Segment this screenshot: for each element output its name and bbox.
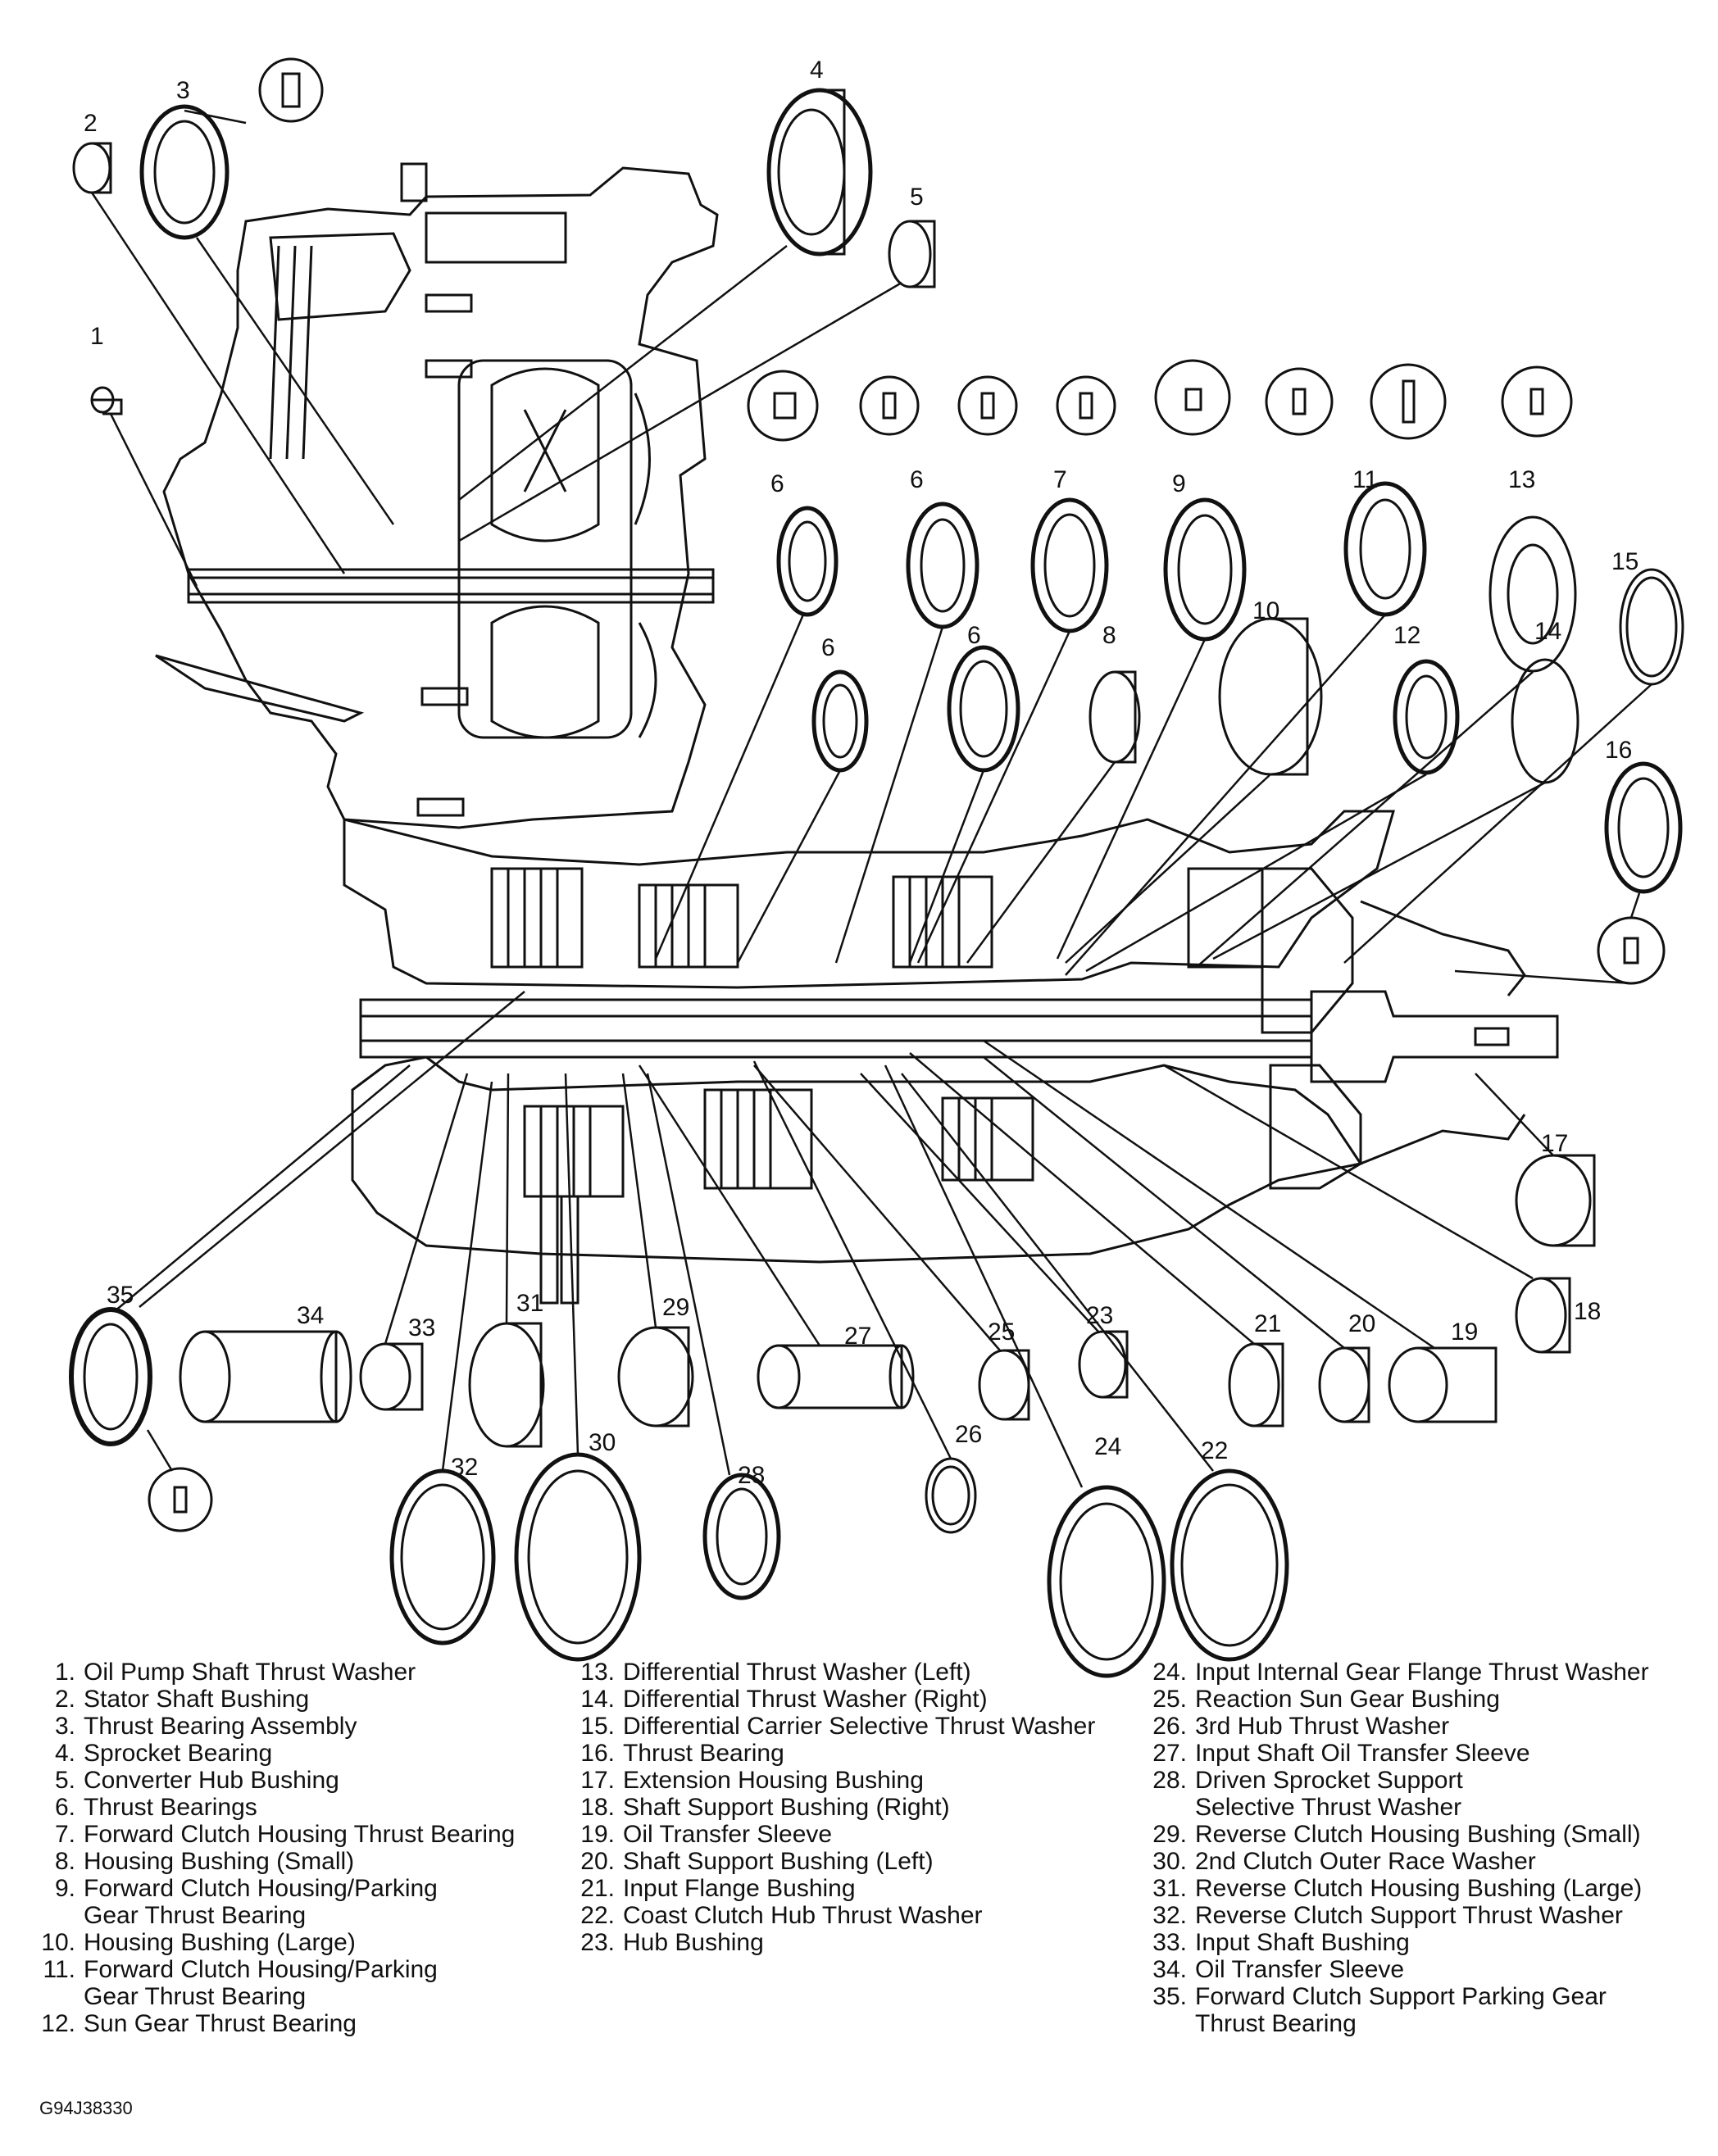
legend-item: 15.Differential Carrier Selective Thrust… bbox=[580, 1713, 1096, 1740]
legend-item: 21.Input Flange Bushing bbox=[580, 1875, 856, 1902]
callout-21: 21 bbox=[1254, 1310, 1281, 1337]
callout-30: 30 bbox=[589, 1429, 616, 1456]
legend-item: 5.Converter Hub Bushing bbox=[54, 1767, 339, 1794]
legend-item: 14.Differential Thrust Washer (Right) bbox=[580, 1686, 988, 1713]
legend-item: 4.Sprocket Bearing bbox=[54, 1740, 273, 1767]
callout-23: 23 bbox=[1086, 1302, 1113, 1329]
callout-2: 2 bbox=[84, 110, 98, 137]
legend-item: Gear Thrust Bearing bbox=[84, 1902, 307, 1929]
callout-34: 34 bbox=[297, 1302, 324, 1329]
callout-12: 12 bbox=[1393, 622, 1420, 649]
transmission-housing bbox=[155, 162, 1559, 1305]
legend-column-1: 1.Oil Pump Shaft Thrust Washer 2.Stator … bbox=[25, 1659, 515, 2037]
leader-lines bbox=[90, 109, 1652, 1488]
legend-item: Thrust Bearing bbox=[1195, 2010, 1357, 2037]
callout-8: 8 bbox=[1102, 622, 1116, 649]
callout-6a: 6 bbox=[770, 470, 784, 497]
callout-7: 7 bbox=[1053, 466, 1067, 493]
legend-item: 27.Input Shaft Oil Transfer Sleeve bbox=[1152, 1740, 1530, 1767]
legend-item: 9.Forward Clutch Housing/Parking bbox=[54, 1875, 438, 1902]
callout-6c: 6 bbox=[910, 466, 924, 493]
legend-item: 2.Stator Shaft Bushing bbox=[54, 1686, 310, 1713]
callout-numbers: 1 2 3 4 5 6 6 6 6 7 8 9 10 11 12 13 14 1… bbox=[84, 57, 1638, 1489]
callout-1: 1 bbox=[90, 323, 104, 350]
callout-4: 4 bbox=[810, 57, 824, 84]
legend-item: 3.Thrust Bearing Assembly bbox=[54, 1713, 357, 1740]
callout-13: 13 bbox=[1508, 466, 1535, 493]
callout-5: 5 bbox=[910, 184, 924, 211]
legend-item: 16.Thrust Bearing bbox=[580, 1740, 784, 1767]
legend-item: 6.Thrust Bearings bbox=[54, 1794, 257, 1821]
callout-10: 10 bbox=[1252, 597, 1279, 624]
callout-26: 26 bbox=[955, 1421, 982, 1448]
callout-28: 28 bbox=[738, 1462, 765, 1489]
figure-id: G94J38330 bbox=[39, 2098, 133, 2118]
legend-item: 31.Reverse Clutch Housing Bushing (Large… bbox=[1152, 1875, 1643, 1902]
callout-17: 17 bbox=[1541, 1130, 1568, 1157]
legend-item: Gear Thrust Bearing bbox=[84, 1983, 307, 2010]
legend-item: 34.Oil Transfer Sleeve bbox=[1152, 1956, 1405, 1983]
callout-25: 25 bbox=[988, 1319, 1015, 1346]
callout-18: 18 bbox=[1574, 1298, 1601, 1325]
legend-column-3: 24.Input Internal Gear Flange Thrust Was… bbox=[1136, 1659, 1649, 2037]
legend-column-2: 13.Differential Thrust Washer (Left) 14.… bbox=[564, 1659, 1095, 1956]
legend-item: 29.Reverse Clutch Housing Bushing (Small… bbox=[1152, 1821, 1641, 1848]
legend-item: 33.Input Shaft Bushing bbox=[1152, 1929, 1410, 1956]
callout-16: 16 bbox=[1605, 737, 1632, 764]
legend-item: 1.Oil Pump Shaft Thrust Washer bbox=[54, 1659, 416, 1686]
legend-item: 19.Oil Transfer Sleeve bbox=[580, 1821, 833, 1848]
legend-item: 17.Extension Housing Bushing bbox=[580, 1767, 924, 1794]
legend-item: 22.Coast Clutch Hub Thrust Washer bbox=[580, 1902, 983, 1929]
callout-24: 24 bbox=[1094, 1433, 1121, 1460]
callout-27: 27 bbox=[844, 1323, 871, 1350]
legend-item: 8.Housing Bushing (Small) bbox=[54, 1848, 355, 1875]
callout-22: 22 bbox=[1201, 1437, 1228, 1464]
callout-6d: 6 bbox=[967, 622, 981, 649]
legend-item: 35.Forward Clutch Support Parking Gear bbox=[1152, 1983, 1607, 2010]
callout-33: 33 bbox=[408, 1314, 435, 1341]
callout-20: 20 bbox=[1348, 1310, 1375, 1337]
legend-item: 26.3rd Hub Thrust Washer bbox=[1152, 1713, 1450, 1740]
callout-11: 11 bbox=[1352, 466, 1378, 493]
callout-3: 3 bbox=[176, 77, 190, 104]
legend-item: 10.Housing Bushing (Large) bbox=[41, 1929, 356, 1956]
callout-14: 14 bbox=[1534, 618, 1561, 645]
legend-item: 12.Sun Gear Thrust Bearing bbox=[41, 2010, 357, 2037]
legend-item: 20.Shaft Support Bushing (Left) bbox=[580, 1848, 934, 1875]
legend-item: 25.Reaction Sun Gear Bushing bbox=[1152, 1686, 1500, 1713]
exploded-parts bbox=[69, 57, 1684, 1678]
legend-item: 11.Forward Clutch Housing/Parking bbox=[43, 1956, 438, 1983]
legend-item: 7.Forward Clutch Housing Thrust Bearing bbox=[54, 1821, 516, 1848]
legend-item: 32.Reverse Clutch Support Thrust Washer bbox=[1152, 1902, 1623, 1929]
legend-item: 28.Driven Sprocket Support bbox=[1152, 1767, 1463, 1794]
legend-item: 18.Shaft Support Bushing (Right) bbox=[580, 1794, 950, 1821]
legend-item: 13.Differential Thrust Washer (Left) bbox=[580, 1659, 971, 1686]
callout-29: 29 bbox=[662, 1294, 689, 1321]
legend-item: 24.Input Internal Gear Flange Thrust Was… bbox=[1152, 1659, 1649, 1686]
callout-9: 9 bbox=[1172, 470, 1186, 497]
legend-item: Selective Thrust Washer bbox=[1195, 1794, 1462, 1821]
callout-32: 32 bbox=[451, 1454, 478, 1481]
callout-19: 19 bbox=[1451, 1319, 1478, 1346]
callout-15: 15 bbox=[1611, 548, 1638, 575]
callout-6b: 6 bbox=[821, 634, 835, 661]
legend-item: 30.2nd Clutch Outer Race Washer bbox=[1152, 1848, 1536, 1875]
callout-31: 31 bbox=[516, 1290, 543, 1317]
callout-35: 35 bbox=[107, 1282, 134, 1309]
legend-item: 23.Hub Bushing bbox=[580, 1929, 764, 1956]
